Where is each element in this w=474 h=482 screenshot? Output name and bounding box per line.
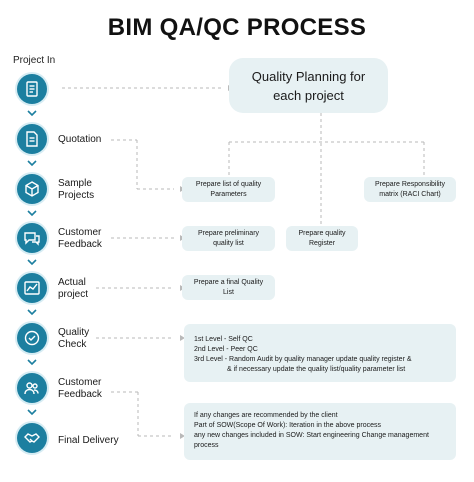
chevron-down-icon (27, 110, 37, 117)
cube-icon (17, 174, 47, 204)
quality-planning-line-2: each project (273, 87, 344, 103)
badge-check-icon (17, 323, 47, 353)
project-in-label: Project In (13, 55, 56, 66)
box-line: & if necessary update the quality list/q… (227, 366, 406, 373)
box-line: Prepare a final Quality (193, 278, 264, 286)
chevron-down-icon (27, 409, 37, 416)
box-line: any new changes included in SOW: Start e… (194, 432, 429, 439)
step-customer-feedback: Customer Feedback (58, 227, 102, 251)
users-icon (17, 373, 47, 403)
step-quality-check: Quality Check (58, 327, 89, 351)
step-label-line: Projects (58, 190, 95, 201)
box-line: Prepare Responsibility (374, 180, 446, 188)
step-final-delivery: Final Delivery (58, 435, 119, 447)
box-raci-chart: Prepare Responsibility matrix (RACI Chart… (364, 177, 456, 202)
box-client-changes: If any changes are recommended by the cl… (184, 403, 456, 460)
step-label-line: Customer (58, 377, 102, 388)
quality-planning-line-1: Quality Planning for (251, 68, 366, 84)
chart-icon (17, 273, 47, 303)
step-label-line: Feedback (58, 389, 102, 400)
box-line: quality list (213, 239, 244, 247)
box-line: If any changes are recommended by the cl… (194, 412, 338, 419)
step-label-line: Actual (58, 277, 86, 288)
document-icon (17, 124, 47, 154)
step-label-line: Quality (58, 327, 90, 338)
step-label-line: Customer (58, 227, 102, 238)
box-line: process (194, 442, 219, 449)
box-line: 2nd Level - Peer QC (194, 346, 258, 353)
step-label-line: Feedback (58, 239, 102, 250)
box-qc-levels: 1st Level - Self QC 2nd Level - Peer QC … (184, 324, 456, 382)
handshake-icon (17, 423, 47, 453)
step-label-line: Sample (58, 178, 92, 189)
box-line: Parameters (210, 190, 247, 198)
step-quotation: Quotation (58, 134, 101, 146)
step-customer-feedback-2: Customer Feedback (58, 377, 102, 401)
step-actual-project: Actual project (58, 277, 88, 301)
page-title: BIM QA/QC PROCESS (107, 14, 367, 41)
step-label-line: Final Delivery (58, 435, 119, 446)
box-line: matrix (RACI Chart) (379, 190, 441, 198)
chevron-down-icon (27, 210, 37, 217)
box-line: 1st Level - Self QC (194, 336, 253, 343)
quality-planning-box: Quality Planning for each project (229, 58, 388, 113)
box-line: 3rd Level - Random Audit by quality mana… (194, 356, 412, 363)
box-preliminary-list: Prepare preliminary quality list (182, 226, 275, 251)
chevron-down-icon (27, 309, 37, 316)
box-line: Part of SOW(Scope Of Work): Iteration in… (194, 422, 382, 429)
chat-icon (17, 223, 47, 253)
box-line: Prepare preliminary (197, 229, 260, 237)
chevron-down-icon (27, 160, 37, 167)
chevron-down-icon (27, 259, 37, 266)
project-in-icon (17, 74, 47, 104)
box-line: Prepare list of quality (195, 180, 262, 188)
step-label-line: Check (58, 339, 87, 350)
step-label-line: project (58, 289, 89, 300)
box-line: Prepare quality (298, 229, 346, 237)
chevron-down-icon (27, 359, 37, 366)
box-line: Register (308, 239, 336, 247)
box-line: List (223, 288, 234, 296)
step-label-line: Quotation (58, 134, 102, 145)
step-sample-projects: Sample Projects (58, 178, 94, 202)
